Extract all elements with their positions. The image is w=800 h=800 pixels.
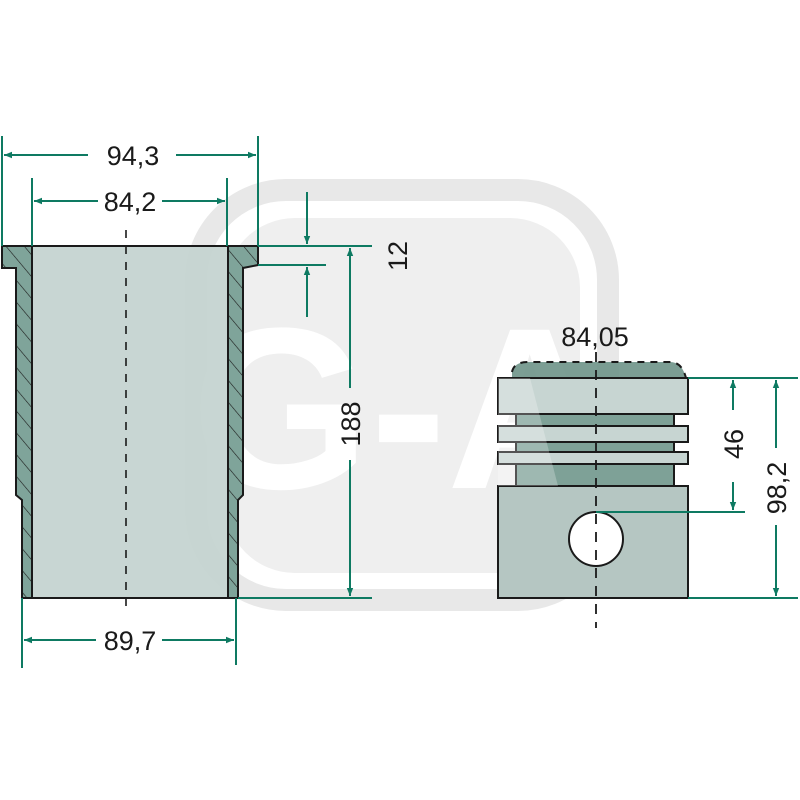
dim-outer-diameter-bottom: 89,7 <box>104 626 157 656</box>
liner-dimensions <box>1 136 372 668</box>
liner-bore <box>32 246 228 598</box>
dim-piston-diameter: 84,05 <box>561 322 629 352</box>
dim-piston-total-height: 98,2 <box>762 462 792 515</box>
cylinder-liner <box>1 230 259 612</box>
piston-top-land <box>497 377 689 415</box>
liner-left-wall <box>1 245 33 599</box>
dim-liner-length: 188 <box>336 401 366 446</box>
piston-dimensions <box>596 377 798 599</box>
piston <box>497 352 689 628</box>
dim-compression-height: 46 <box>719 429 749 459</box>
piston-ring <box>497 451 689 465</box>
dim-inner-diameter: 84,2 <box>104 187 157 217</box>
piston-ring <box>497 425 689 443</box>
dim-collar-height: 12 <box>383 241 413 271</box>
dim-collar-outer-diameter: 94,3 <box>107 141 160 171</box>
